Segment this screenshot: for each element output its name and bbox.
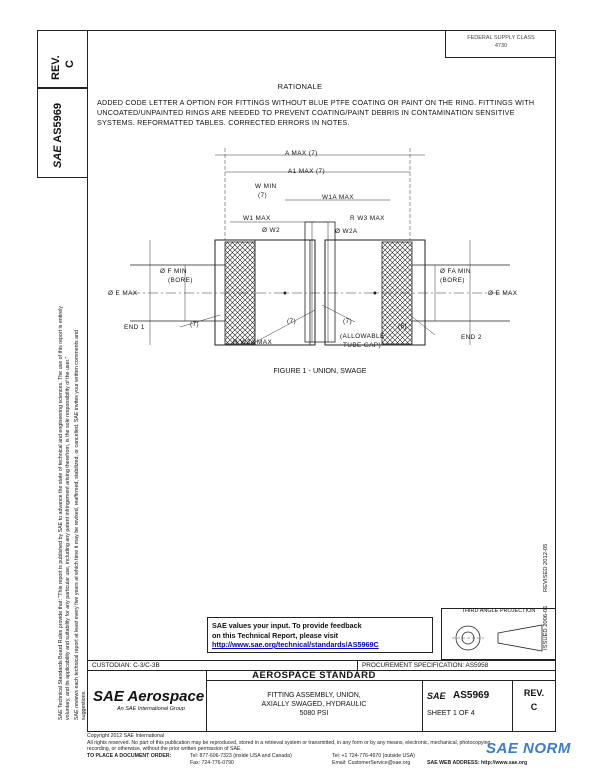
sheet-number: SHEET 1 OF 4 [427, 708, 475, 717]
title-divider-1 [87, 670, 556, 671]
footer-order-label: TO PLACE A DOCUMENT ORDER: [87, 752, 172, 759]
standard-type: AEROSPACE STANDARD [252, 670, 376, 681]
figure-caption: FIGURE 1 - UNION, SWAGE [273, 366, 367, 375]
rev-value: C [530, 702, 538, 712]
label-tube-gap: TUBE GAP) [343, 342, 382, 349]
rev-label: REV. [523, 688, 545, 698]
label-w-min: W MIN [255, 183, 277, 190]
label-w3-max: R W3 MAX [350, 215, 385, 222]
sae-norm-watermark: SAE NORM [486, 740, 571, 757]
title-divider-2 [206, 680, 556, 681]
label-w2a: Ø W2A [335, 228, 358, 235]
label-e-max-right: Ø E MAX [488, 290, 518, 297]
revised-date: REVISED 2012-05 [543, 543, 549, 592]
procurement-spec: PROCUREMENT SPECIFICATION: AS5958 [362, 662, 489, 669]
feedback-link[interactable]: http://www.sae.org/technical/standards/A… [212, 640, 379, 649]
footer-rights2: recording, or otherwise, without the pri… [87, 746, 242, 753]
label-e-max-left: Ø E MAX [108, 290, 138, 297]
label-w2: Ø W2 [262, 227, 280, 234]
label-note7a: (7) [190, 321, 200, 328]
footer: Copyright 2012 SAE International All rig… [87, 733, 547, 767]
footer-rights: All rights reserved. No part of this pub… [87, 739, 492, 746]
doc-number-vertical: SAE AS5969 [52, 102, 64, 168]
label-allowable: (ALLOWABLE [340, 333, 385, 340]
title-line3: 5080 PSI [299, 710, 329, 717]
rev-corner-value: C [64, 60, 76, 68]
footer-web[interactable]: SAE WEB ADDRESS: http://www.sae.org [427, 759, 528, 766]
label-note7c: (7) [343, 318, 353, 325]
sae-aerospace-tagline: An SAE International Group [117, 706, 185, 712]
rev-corner-label: REV. [50, 55, 62, 80]
label-note7b: (7) [287, 318, 297, 325]
rationale-text: ADDED CODE LETTER A OPTION FOR FITTINGS … [97, 98, 535, 127]
custodian: CUSTODIAN: C-3/C-3B [92, 662, 160, 669]
footer-copyright: Copyright 2012 SAE International [87, 733, 164, 739]
label-a-max: A MAX (7) [285, 150, 318, 157]
title-line1: FITTING ASSEMBLY, UNION, [267, 692, 361, 699]
label-w1a-max: W1A MAX [322, 194, 354, 201]
label-fa-min: Ø FA MIN [440, 268, 471, 275]
label-w3a-max: R W3A MAX [233, 339, 273, 346]
projection-box [441, 608, 556, 660]
feedback-box: SAE values your input. To provide feedba… [207, 617, 433, 653]
union-swage-drawing [130, 148, 510, 346]
projection-symbol-icon [452, 624, 543, 652]
side-notice-line3: SAE reviews each technical report at lea… [74, 330, 80, 720]
feedback-line2: on this Technical Report, please visit [212, 630, 339, 640]
label-fa-bore: (BORE) [440, 277, 465, 284]
label-a1-max: A1 MAX (7) [288, 168, 326, 175]
doc-number: AS5969 [453, 690, 490, 701]
sae-aerospace-logo: SAE Aerospace [93, 688, 205, 705]
title-vsep-3 [512, 680, 513, 732]
rev-corner-box [37, 30, 88, 88]
title-block [87, 660, 556, 732]
footer-email: Email: CustomerService@sae.org [332, 759, 411, 766]
label-end1: END 1 [124, 324, 145, 331]
label-w1-max: W1 MAX [243, 215, 271, 222]
federal-supply-class-value: 4730 [494, 43, 508, 49]
sae-logo-small: SAE [52, 145, 64, 168]
title-vsep-top [357, 660, 358, 670]
footer-tel: Tel: 877-606-7323 (inside USA and Canada… [190, 752, 292, 759]
label-note6: (6) [398, 323, 408, 330]
projection-title: THIRD ANGLE PROJECTION [461, 608, 536, 614]
title-vsep-1 [206, 670, 207, 732]
sae-mark: SAE [427, 691, 446, 701]
label-f-bore: (BORE) [168, 277, 193, 284]
feedback-line1: SAE values your input. To provide feedba… [212, 621, 362, 630]
federal-supply-class-box: FEDERAL SUPPLY CLASS 4730 [445, 30, 556, 58]
footer-tel2: Tel: +1 724-776-4970 (outside USA) [332, 752, 415, 759]
footer-fax: Fax: 724-776-0790 [190, 759, 234, 766]
label-f-min: Ø F MIN [160, 268, 187, 275]
title-line2: AXIALLY SWAGED, HYDRAULIC [261, 701, 367, 708]
federal-supply-class-label: FEDERAL SUPPLY CLASS [467, 35, 535, 41]
side-notice-line2: voluntary, and its applicability and sui… [65, 356, 71, 720]
rationale-title: RATIONALE [277, 82, 323, 91]
title-vsep-2 [422, 680, 423, 732]
label-end2: END 2 [461, 334, 482, 341]
label-w-min-note: (7) [258, 192, 268, 199]
